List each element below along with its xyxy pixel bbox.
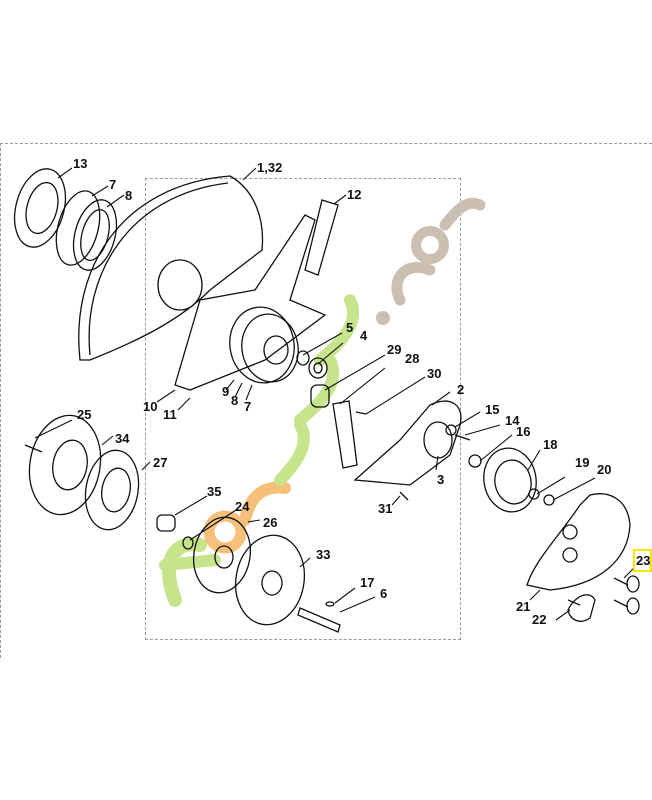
part-label-29: 29: [387, 342, 402, 357]
part-label-35: 35: [207, 484, 222, 499]
part-label-11: 11: [163, 407, 177, 422]
part-label-24: 24: [235, 499, 250, 514]
part-label-25: 25: [77, 407, 92, 422]
watermark: [159, 197, 486, 607]
part-label-31: 31: [378, 501, 393, 516]
part-label-6: 6: [380, 586, 388, 601]
part-label-21: 21: [516, 599, 531, 614]
part-label-20: 20: [597, 462, 612, 477]
outer-dashed-frame: [0, 143, 652, 658]
part-12: [304, 199, 339, 276]
part-label-14: 14: [505, 413, 520, 428]
part-label-8: 8: [125, 188, 133, 203]
part-label-5: 5: [346, 320, 354, 335]
part-label-19: 19: [575, 455, 590, 470]
part-label-34: 34: [115, 431, 130, 446]
highlight-box-part-23: [633, 549, 652, 572]
part-label-2: 2: [457, 382, 465, 397]
part-label-23: 23: [636, 553, 651, 568]
part-label-8b: 8: [231, 393, 239, 408]
part-label-33: 33: [316, 547, 331, 562]
part-label-4: 4: [360, 328, 368, 343]
part-label-12: 12: [347, 187, 362, 202]
part-label-13: 13: [73, 156, 88, 171]
part-label-9: 9: [222, 384, 230, 399]
part-label-7b: 7: [244, 399, 252, 414]
flange-13: [13, 168, 67, 248]
part-label-1-32: 1,32: [257, 160, 283, 175]
part-label-10: 10: [143, 399, 158, 414]
part-label-15: 15: [485, 402, 500, 417]
part-label-16: 16: [516, 424, 531, 439]
part-label-3: 3: [437, 472, 445, 487]
part-label-7: 7: [109, 177, 117, 192]
part-label-22: 22: [532, 612, 547, 627]
part-label-27: 27: [153, 455, 168, 470]
part-label-17: 17: [360, 575, 375, 590]
part-label-18: 18: [543, 437, 558, 452]
cover-21: [526, 493, 631, 591]
part-label-26: 26: [263, 515, 278, 530]
guard-1-32: [78, 175, 264, 361]
inner-dashed-frame: [145, 178, 461, 640]
part-label-30: 30: [427, 366, 442, 381]
part-label-28: 28: [405, 351, 420, 366]
